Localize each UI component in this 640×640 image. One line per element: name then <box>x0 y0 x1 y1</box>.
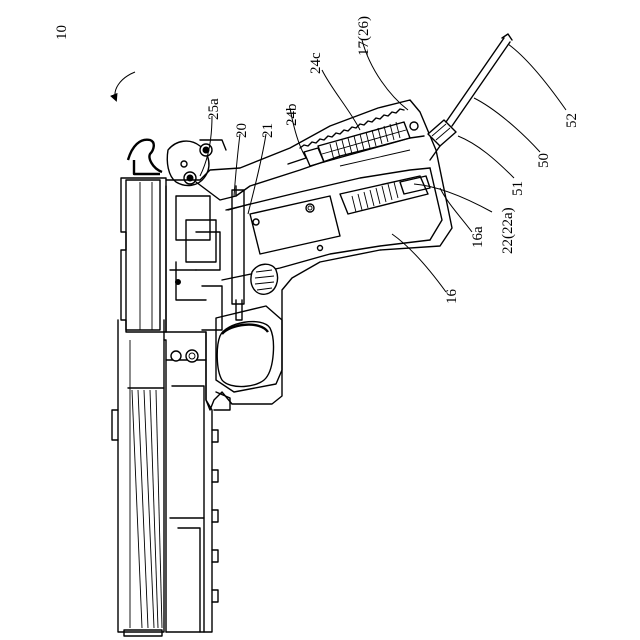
slide <box>112 178 166 636</box>
label-20: 20 <box>234 123 250 138</box>
hose <box>446 34 512 126</box>
label-25a: 25a <box>206 98 222 120</box>
label-21: 21 <box>260 123 276 138</box>
label-24b: 24b <box>284 104 300 127</box>
trigger-bar <box>228 190 250 320</box>
label-16: 16 <box>444 289 460 305</box>
label-16a: 16a <box>470 226 486 248</box>
frame-front <box>166 332 218 632</box>
label-50: 50 <box>536 153 552 168</box>
label-24c: 24c <box>308 52 324 74</box>
lower-spring-assembly <box>318 150 431 251</box>
label-22-22a: 22(22a) <box>500 207 516 254</box>
label-10: 10 <box>54 25 70 40</box>
label-51: 51 <box>510 181 526 196</box>
label-52: 52 <box>564 113 580 128</box>
label-17-26: 17(26) <box>356 16 372 56</box>
safety-knob <box>251 264 278 294</box>
